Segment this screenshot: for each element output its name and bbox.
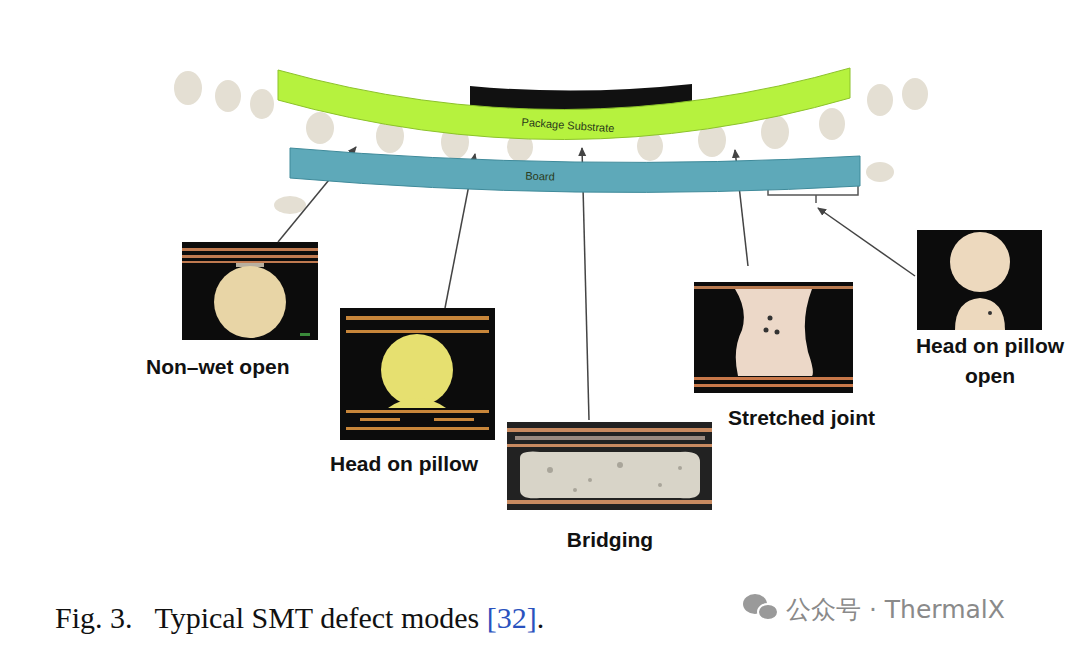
defect-label: Non–wet open bbox=[146, 352, 316, 382]
defect-label: Stretched joint bbox=[728, 403, 898, 433]
board: Board bbox=[288, 145, 863, 205]
defect-label: Head on pillow bbox=[330, 449, 505, 479]
figure-caption: Fig. 3. Typical SMT defect modes [32]. bbox=[55, 601, 544, 635]
band-label: Board bbox=[525, 169, 555, 182]
band-outline bbox=[290, 148, 860, 192]
band-outline bbox=[278, 68, 850, 140]
band-shape bbox=[288, 145, 863, 205]
defect-label: Bridging bbox=[540, 525, 680, 555]
defect-label: Head on pillow open bbox=[906, 331, 1074, 391]
watermark: 公众号 · ThermalX bbox=[786, 593, 1005, 626]
